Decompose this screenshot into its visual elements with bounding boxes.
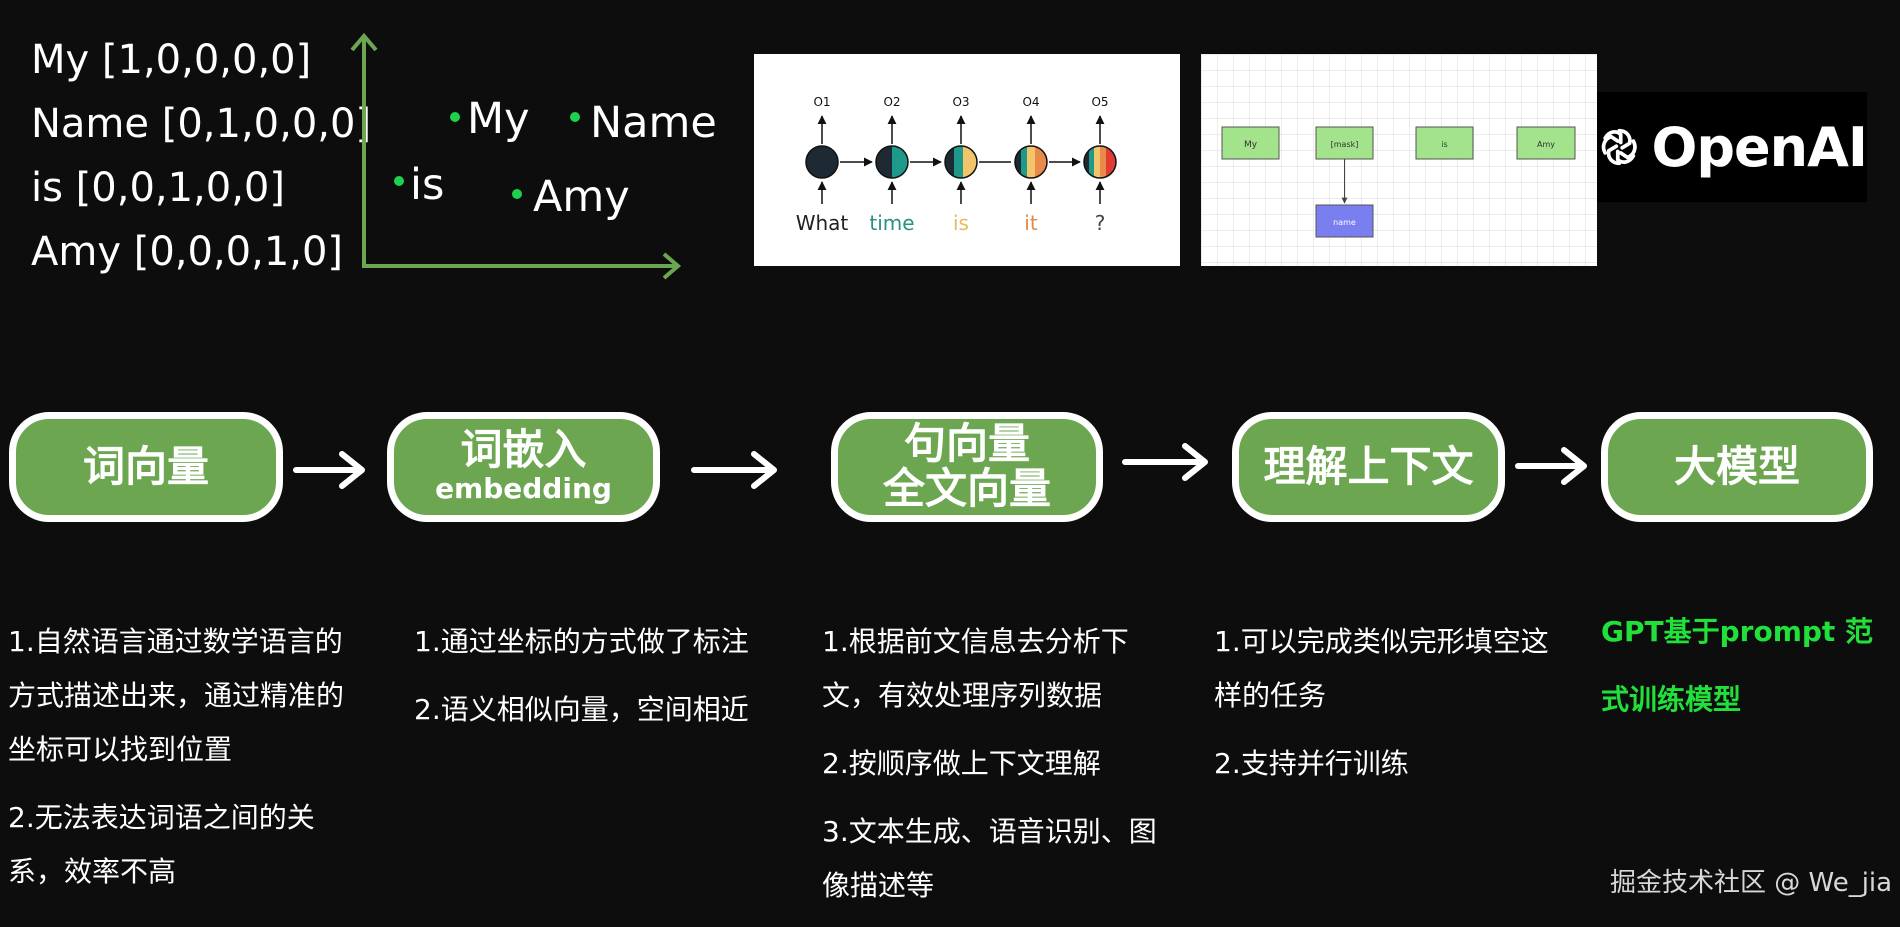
desc-word-embedding: 1.通过坐标的方式做了标注 2.语义相似向量，空间相近 xyxy=(414,615,794,751)
point-is xyxy=(394,176,404,186)
onehot-word: Name xyxy=(31,101,150,147)
desc-item: 2.语义相似向量，空间相近 xyxy=(414,693,749,726)
rnn-cell-3-outline xyxy=(944,145,978,179)
rnn-cell-2-outline xyxy=(875,145,909,179)
mask-token-label: [mask] xyxy=(1331,140,1359,149)
stage-title: 词向量 xyxy=(82,441,209,491)
desc-item: 1.根据前文信息去分析下文，有效处理序列数据 xyxy=(822,625,1129,712)
rnn-cell-5-outline xyxy=(1083,145,1117,179)
onehot-row-name: Name [0,1,0,0,0] xyxy=(31,104,371,144)
onehot-vector: [0,0,0,1,0] xyxy=(133,229,344,275)
rnn-output-label: O2 xyxy=(883,95,900,109)
rnn-input-word: ? xyxy=(1095,211,1106,235)
point-label-amy: Amy xyxy=(533,172,630,222)
desc-item: 1.自然语言通过数学语言的方式描述出来，通过精准的坐标可以找到位置 xyxy=(8,625,345,766)
mask-token-box xyxy=(1516,126,1576,160)
x-axis-arrowhead xyxy=(662,252,682,280)
stage-title: 理解上下文 xyxy=(1263,441,1474,491)
rnn-output-label: O3 xyxy=(952,95,969,109)
point-label-my: My xyxy=(467,94,530,144)
rnn-input-word: is xyxy=(953,211,969,235)
rnn-cell-3 xyxy=(945,146,977,178)
rnn-cell-4-outline xyxy=(1014,145,1048,179)
rnn-output-label: O5 xyxy=(1091,95,1108,109)
mask-token-label: is xyxy=(1441,140,1447,149)
stage-large-model: 大模型 xyxy=(1601,412,1873,522)
desc-sentence-vector: 1.根据前文信息去分析下文，有效处理序列数据 2.按顺序做上下文理解 3.文本生… xyxy=(822,615,1162,927)
rnn-diagram: O1 O2 O3 O4 O5 xyxy=(796,95,1117,235)
onehot-row-amy: Amy [0,0,0,1,0] xyxy=(31,232,343,272)
desc-item: 2.支持并行训练 xyxy=(1214,747,1409,780)
point-amy xyxy=(512,189,522,199)
openai-logo: OpenAI xyxy=(1597,92,1868,202)
watermark: 掘金技术社区 @ We_jia xyxy=(1610,868,1893,898)
rnn-cell-5 xyxy=(1084,146,1116,178)
stage-title: 大模型 xyxy=(1673,441,1800,491)
onehot-vector: [0,0,1,0,0] xyxy=(75,165,285,211)
onehot-vector: [0,1,0,0,0] xyxy=(161,101,372,147)
onehot-word: My xyxy=(31,37,90,83)
point-my xyxy=(450,112,460,122)
flow-arrow-icon xyxy=(691,451,777,489)
desc-context-understanding: 1.可以完成类似完形填空这样的任务 2.支持并行训练 xyxy=(1214,615,1574,805)
point-label-is: is xyxy=(410,160,445,210)
point-label-name: Name xyxy=(590,98,717,148)
desc-item: 1.可以完成类似完形填空这样的任务 xyxy=(1214,625,1549,712)
stage-title: 句向量 全文向量 xyxy=(882,419,1051,513)
mask-token-box xyxy=(1221,126,1280,160)
y-axis-arrowhead xyxy=(350,32,378,52)
stage-title: 词嵌入 xyxy=(460,424,587,474)
openai-knot-icon xyxy=(1601,128,1637,166)
flow-arrow-icon xyxy=(1515,447,1587,485)
mask-token-box xyxy=(1315,126,1374,160)
embedding-axes xyxy=(350,32,682,280)
rnn-sequence-figure: O1 O2 O3 O4 O5 xyxy=(754,54,1180,266)
mask-prediction-box xyxy=(1315,204,1374,238)
onehot-row-my: My [1,0,0,0,0] xyxy=(31,40,311,80)
stage-context-understanding: 理解上下文 xyxy=(1232,412,1505,522)
mask-token-label: Amy xyxy=(1537,140,1555,149)
desc-item: 2.无法表达词语之间的关系，效率不高 xyxy=(8,801,315,888)
rnn-cell-1 xyxy=(805,145,839,179)
mask-token-box xyxy=(1415,126,1474,160)
desc-item: 3.文本生成、语音识别、图像描述等 xyxy=(822,815,1157,902)
stage-subtitle: embedding xyxy=(435,472,612,506)
onehot-vector: [1,0,0,0,0] xyxy=(101,37,312,83)
rnn-input-word: What xyxy=(796,211,849,235)
desc-item: 1.通过坐标的方式做了标注 xyxy=(414,625,749,658)
flow-arrow-icon xyxy=(293,451,365,489)
onehot-word: Amy xyxy=(31,229,121,275)
rnn-input-word: it xyxy=(1024,211,1038,235)
mask-token-label: My xyxy=(1244,140,1258,150)
onehot-word: is xyxy=(31,165,63,211)
openai-wordmark: OpenAI xyxy=(1651,115,1868,179)
onehot-row-is: is [0,0,1,0,0] xyxy=(31,168,285,208)
rnn-output-label: O4 xyxy=(1022,95,1039,109)
rnn-input-word: time xyxy=(869,211,914,235)
mask-diagram: My [mask] is Amy name xyxy=(1221,126,1576,238)
rnn-output-label: O1 xyxy=(813,95,830,109)
rnn-cell-2 xyxy=(876,146,908,178)
desc-word-vector: 1.自然语言通过数学语言的方式描述出来，通过精准的坐标可以找到位置 2.无法表达… xyxy=(8,615,368,913)
flow-arrow-icon xyxy=(1122,443,1208,481)
mask-prediction-figure: My [mask] is Amy name xyxy=(1201,54,1597,266)
stage-sentence-vector: 句向量 全文向量 xyxy=(831,412,1103,522)
stage-word-vector: 词向量 xyxy=(9,412,283,522)
point-name xyxy=(570,112,580,122)
desc-item: GPT基于prompt 范式训练模型 xyxy=(1601,615,1874,716)
rnn-cell-4 xyxy=(1015,146,1047,178)
stage-word-embedding: 词嵌入 embedding xyxy=(387,412,660,522)
mask-prediction-label: name xyxy=(1333,218,1356,227)
desc-large-model: GPT基于prompt 范式训练模型 xyxy=(1601,598,1899,748)
desc-item: 2.按顺序做上下文理解 xyxy=(822,747,1101,780)
